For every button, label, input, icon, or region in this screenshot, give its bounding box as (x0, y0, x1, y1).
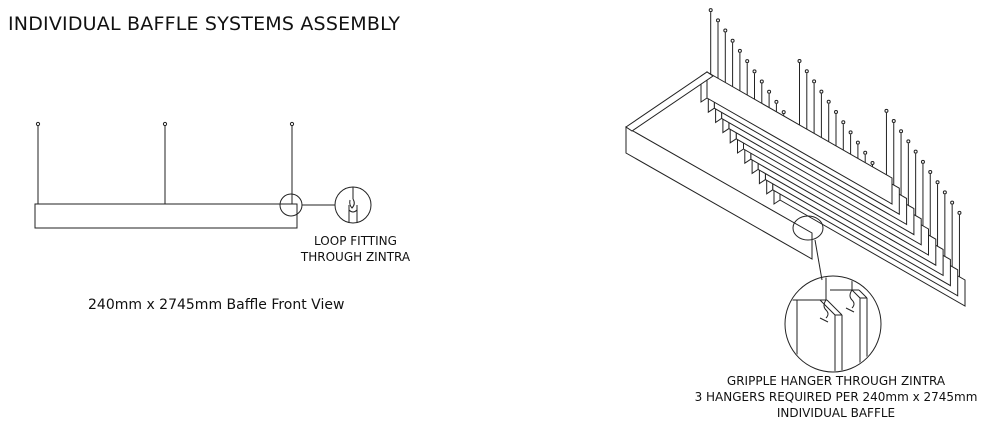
iso-hanger-top (752, 69, 757, 74)
iso-hanger-top (797, 59, 802, 63)
iso-hanger-top (870, 161, 875, 165)
iso-hanger-top (759, 79, 764, 84)
iso-hanger-top (737, 48, 742, 53)
iso-front-baffle-top (625, 71, 714, 132)
iso-hanger-top (942, 190, 947, 195)
gripple-label-line2: 3 HANGERS REQUIRED PER 240mm x 2745mm (694, 390, 978, 404)
iso-hanger-top (812, 79, 817, 84)
iso-hanger-top (899, 129, 904, 134)
iso-hanger-top (708, 8, 713, 13)
iso-baffle-array (625, 8, 966, 307)
iso-hanger-top (745, 59, 750, 64)
iso-hanger-top (804, 69, 809, 74)
iso-hanger-top (913, 149, 918, 154)
iso-hanger-top (950, 200, 955, 205)
iso-hanger-top (920, 159, 925, 164)
iso-hanger-top (957, 210, 962, 215)
iso-hanger-top (863, 150, 868, 155)
gripple-label-line3: INDIVIDUAL BAFFLE (776, 406, 896, 420)
iso-hanger-top (906, 139, 911, 144)
iso-hanger-top (841, 120, 846, 125)
iso-hanger-top (884, 108, 889, 113)
iso-hanger-top (774, 99, 779, 104)
iso-hanger-top (716, 18, 720, 23)
gripple-hanger-detail (784, 275, 882, 373)
loop-fitting-label-line1: LOOP FITTING (314, 234, 397, 248)
iso-hanger-top (891, 119, 896, 124)
iso-hanger-top (935, 180, 940, 185)
gripple-hanger-label: GRIPPLE HANGER THROUGH ZINTRA 3 HANGERS … (680, 373, 992, 421)
iso-hanger-top (819, 89, 824, 94)
iso-hanger-top (767, 89, 772, 94)
iso-hanger-top (848, 130, 853, 135)
iso-hanger-top (855, 140, 860, 145)
loop-fitting-label-line2: THROUGH ZINTRA (300, 250, 411, 264)
baffle-front-rect (34, 203, 298, 229)
iso-hanger-top (723, 28, 728, 33)
iso-hanger-top (730, 38, 735, 43)
iso-detail-leader (814, 239, 823, 281)
iso-front-baffle-face (625, 126, 813, 260)
front-view-caption: 240mm x 2745mm Baffle Front View (88, 297, 345, 313)
front-hangers (35, 121, 295, 204)
iso-hanger-top (928, 170, 933, 175)
iso-detail-marker-circle (792, 215, 824, 241)
gripple-label-line1: GRIPPLE HANGER THROUGH ZINTRA (726, 374, 946, 388)
iso-hanger-top (781, 110, 786, 115)
iso-hanger-top (834, 110, 838, 114)
loop-fitting-detail (334, 186, 372, 224)
loop-fitting-label: LOOP FITTING THROUGH ZINTRA (298, 233, 413, 265)
drawing-title: INDIVIDUAL BAFFLE SYSTEMS ASSEMBLY (8, 13, 401, 35)
iso-hanger-top (826, 99, 831, 104)
